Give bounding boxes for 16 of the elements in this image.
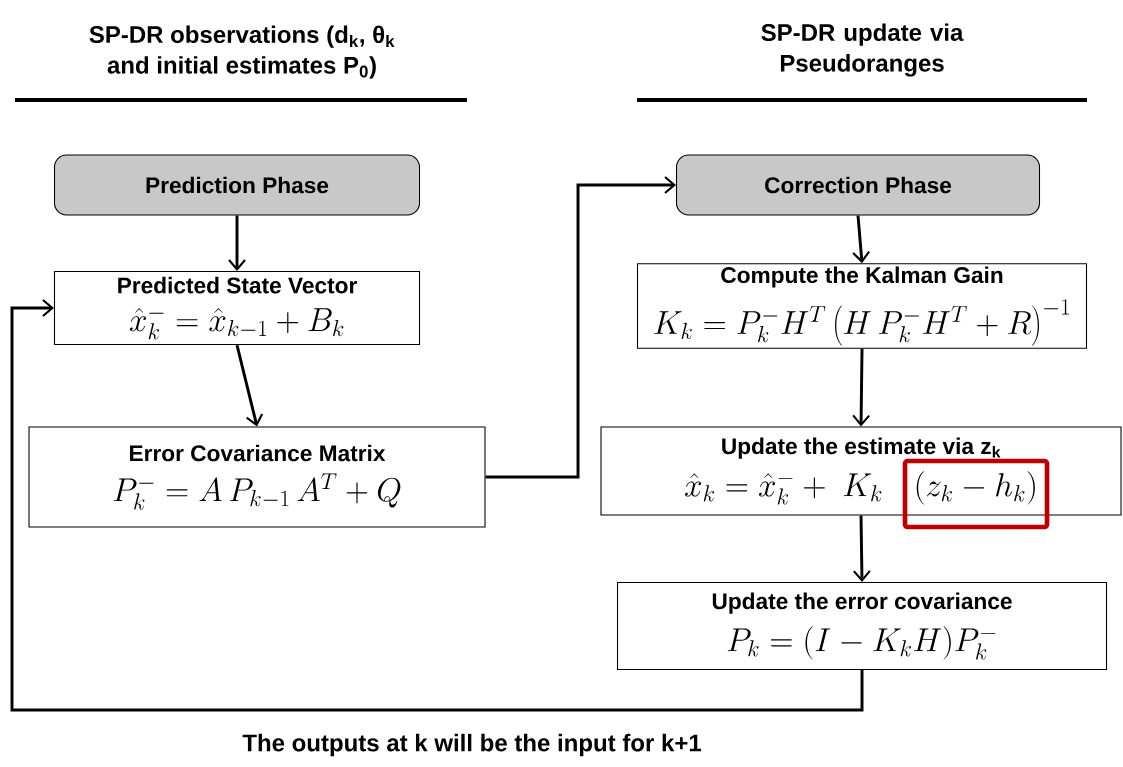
arrow (485, 176, 676, 479)
step-box: Update the error covariance $P_k = (I - K_k H) P_k^-$ (616, 581, 1108, 671)
arrow (10, 299, 864, 712)
column-heading: SP-DR observations (d$_{k}$, θ$_{k}$ and initial estimates P$_{0}$) (89, 25, 395, 79)
arrow (853, 515, 871, 582)
phase-box: Correction Phase (675, 154, 1041, 216)
step-box: Error Covariance Matrix $P_k^- = A\,P_{k-1}\,A^T + Q$ (28, 426, 486, 528)
step-box: Predicted State Vector $\hat{x}_k^- = \hat{x}_{k-1} + B_k$ (53, 270, 421, 346)
arrow (228, 215, 246, 271)
step-box: Compute the Kalman Gain $K_k = P_k^- H^T\left(H\,P_k^- H^T + R\right)^{-1}$ (636, 263, 1088, 349)
phase-box: Prediction Phase (53, 154, 421, 216)
caption: The outputs at k will be the input for k+1 (242, 733, 702, 757)
column-heading: SP-DR update via Pseudoranges (761, 23, 964, 77)
arrow (852, 215, 870, 264)
arrow (235, 344, 264, 427)
arrow (852, 348, 870, 427)
